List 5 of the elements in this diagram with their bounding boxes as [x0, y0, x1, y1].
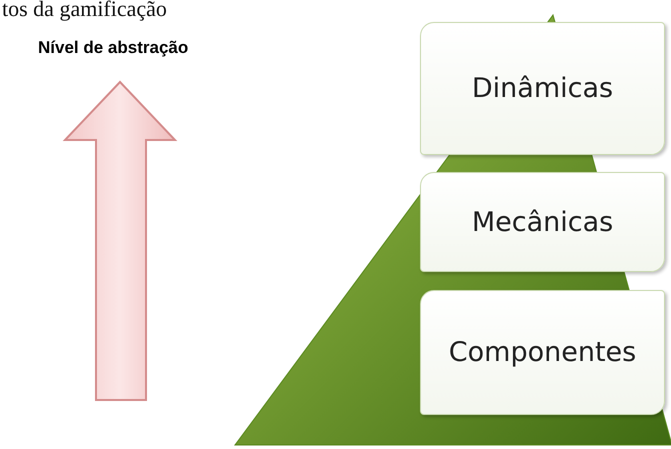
- level-box: Componentes: [420, 290, 665, 415]
- level-box: Mecânicas: [420, 172, 665, 272]
- axis-label: Nível de abstração: [38, 38, 188, 58]
- caption-text: tos da gamificação: [2, 0, 167, 22]
- level-box: Dinâmicas: [420, 22, 665, 155]
